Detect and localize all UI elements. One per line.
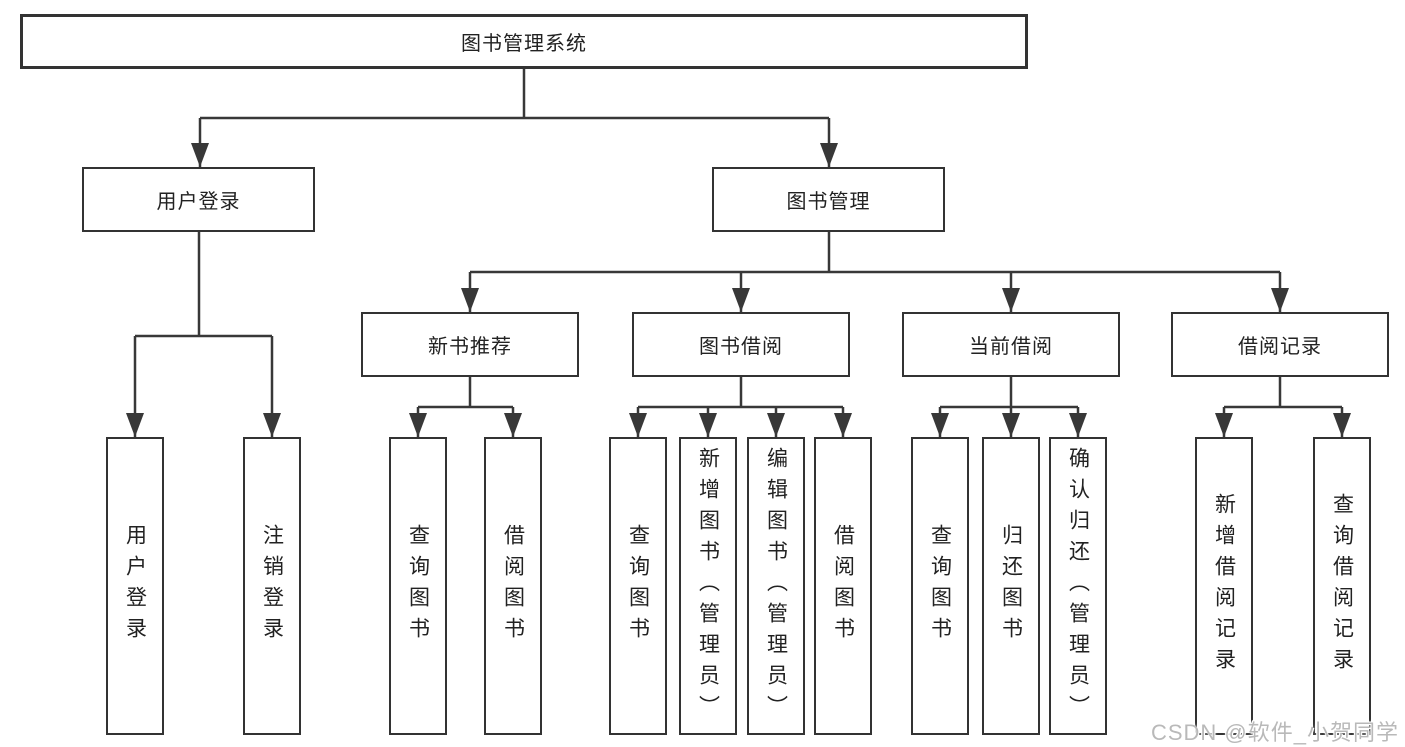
leaf-query-books-recommend: 查询图书 (389, 437, 447, 735)
node-library-system: 图书管理系统 (20, 14, 1028, 69)
leaf-add-book-admin: 新增图书（管理员） (679, 437, 737, 735)
leaf-logout: 注销登录 (243, 437, 301, 735)
node-book-borrowing: 图书借阅 (632, 312, 850, 377)
leaf-user-login: 用户登录 (106, 437, 164, 735)
leaf-return-book: 归还图书 (982, 437, 1040, 735)
leaf-add-borrow-record: 新增借阅记录 (1195, 437, 1253, 735)
leaf-confirm-return-admin: 确认归还（管理员） (1049, 437, 1107, 735)
node-user-login: 用户登录 (82, 167, 315, 232)
leaf-edit-book-admin: 编辑图书（管理员） (747, 437, 805, 735)
leaf-borrow-books-recommend: 借阅图书 (484, 437, 542, 735)
leaf-borrow-books: 借阅图书 (814, 437, 872, 735)
leaf-query-books-borrow: 查询图书 (609, 437, 667, 735)
watermark-text: CSDN @软件_小贺同学 (1150, 720, 1399, 745)
node-borrowing-records: 借阅记录 (1171, 312, 1389, 377)
node-book-management: 图书管理 (712, 167, 945, 232)
leaf-query-borrow-record: 查询借阅记录 (1313, 437, 1371, 735)
node-current-borrowing: 当前借阅 (902, 312, 1120, 377)
node-new-book-recommend: 新书推荐 (361, 312, 579, 377)
leaf-query-books-current: 查询图书 (911, 437, 969, 735)
